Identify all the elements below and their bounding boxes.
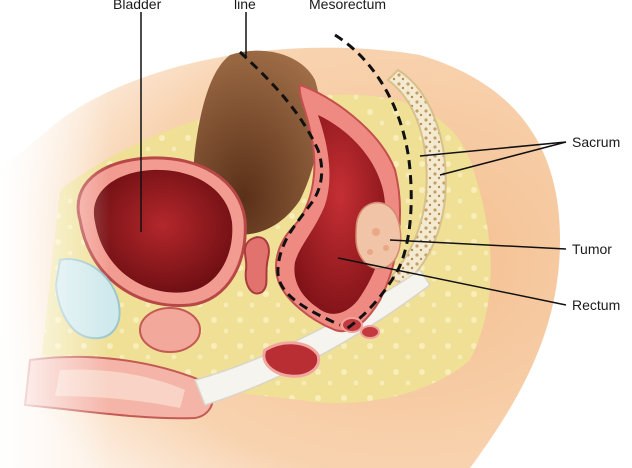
- seminal-vesicle: [243, 236, 270, 295]
- sphincter: [262, 341, 321, 378]
- tumor-texture: [367, 249, 373, 255]
- anal-lobe: [360, 325, 380, 339]
- label-mesorectum: Mesorectum: [309, 0, 386, 12]
- dissection-line-mesorectum: [334, 33, 413, 332]
- label-rectum: Rectum: [572, 297, 620, 313]
- tumor-texture: [372, 228, 380, 236]
- bladder-inner: [93, 169, 233, 293]
- rectum-leader: [337, 257, 567, 306]
- label-sacrum: Sacrum: [572, 134, 620, 150]
- edge-fade: [0, 0, 110, 468]
- tumor-texture: [383, 245, 389, 251]
- prostate: [139, 307, 201, 353]
- sacrum-leader-2: [439, 141, 567, 176]
- dissection-line-left: [238, 50, 341, 327]
- tumor: [355, 201, 402, 270]
- label-bladder: Bladder: [113, 0, 162, 12]
- label-line: line: [234, 0, 256, 12]
- rectum-lumen: [294, 115, 386, 314]
- tumor-leader: [389, 239, 567, 250]
- sacrum-bone: [386, 68, 447, 287]
- sacrum-leader-1: [419, 141, 567, 157]
- label-tumor: Tumor: [572, 241, 612, 257]
